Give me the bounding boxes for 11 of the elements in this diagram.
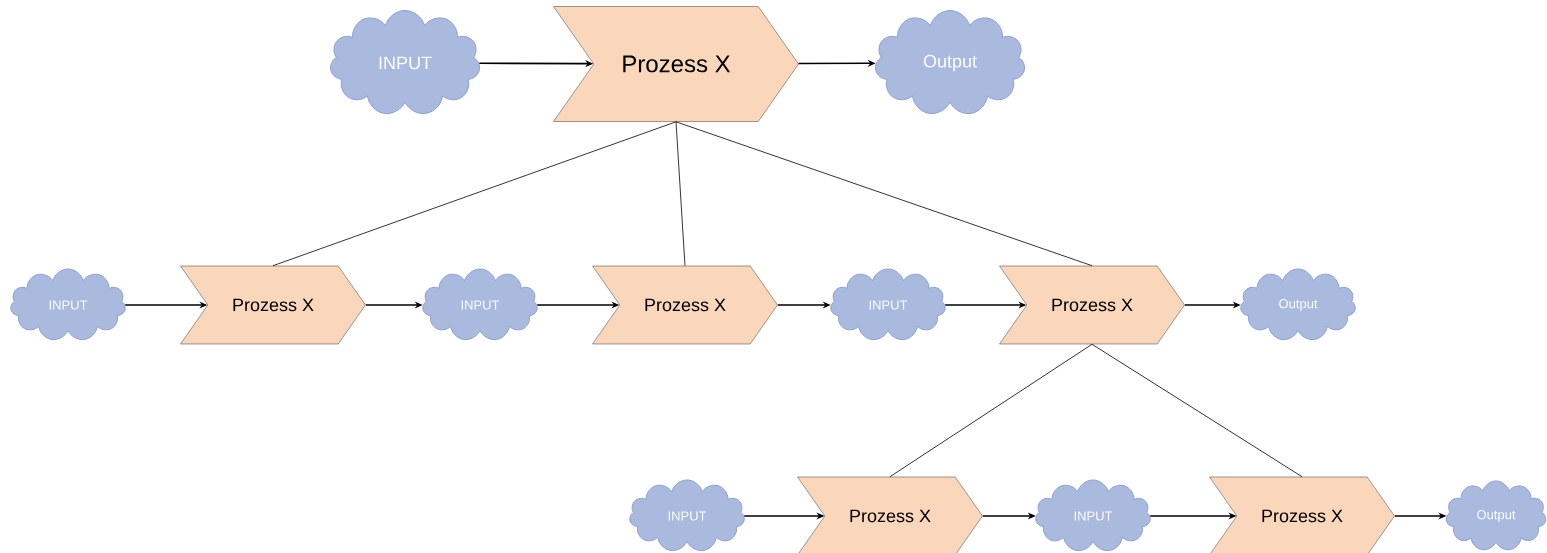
process-box: Prozess X: [180, 265, 366, 345]
process-box: Prozess X: [1209, 476, 1395, 553]
process-box: Prozess X: [797, 476, 983, 553]
connector-line: [1091, 343, 1303, 478]
connector-line: [272, 121, 677, 267]
process-box: Prozess X: [553, 6, 799, 122]
connector-line: [889, 343, 1093, 478]
process-box: Prozess X: [592, 265, 778, 345]
process-box: Prozess X: [999, 265, 1185, 345]
connector-line: [675, 121, 686, 267]
connector-line: [675, 121, 1093, 267]
